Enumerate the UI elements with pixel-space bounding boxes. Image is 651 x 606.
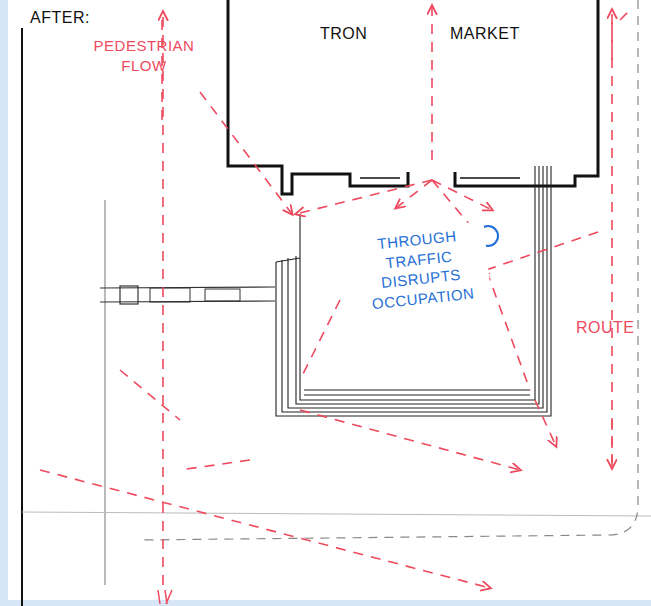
paper-ground — [8, 0, 651, 600]
route-label: ROUTE — [576, 318, 635, 339]
building-name: TRON — [320, 24, 367, 45]
market-building: TRON MARKET — [228, 0, 598, 166]
sheet-title: AFTER: — [30, 8, 90, 29]
building-name: MARKET — [450, 24, 520, 45]
flow-label: PEDESTRIAN FLOW — [74, 36, 214, 75]
annotation-note: THROUGH TRAFFIC DISRUPTS OCCUPATION — [348, 221, 492, 317]
stepped-square: THROUGH TRAFFIC DISRUPTS OCCUPATION — [300, 214, 535, 400]
